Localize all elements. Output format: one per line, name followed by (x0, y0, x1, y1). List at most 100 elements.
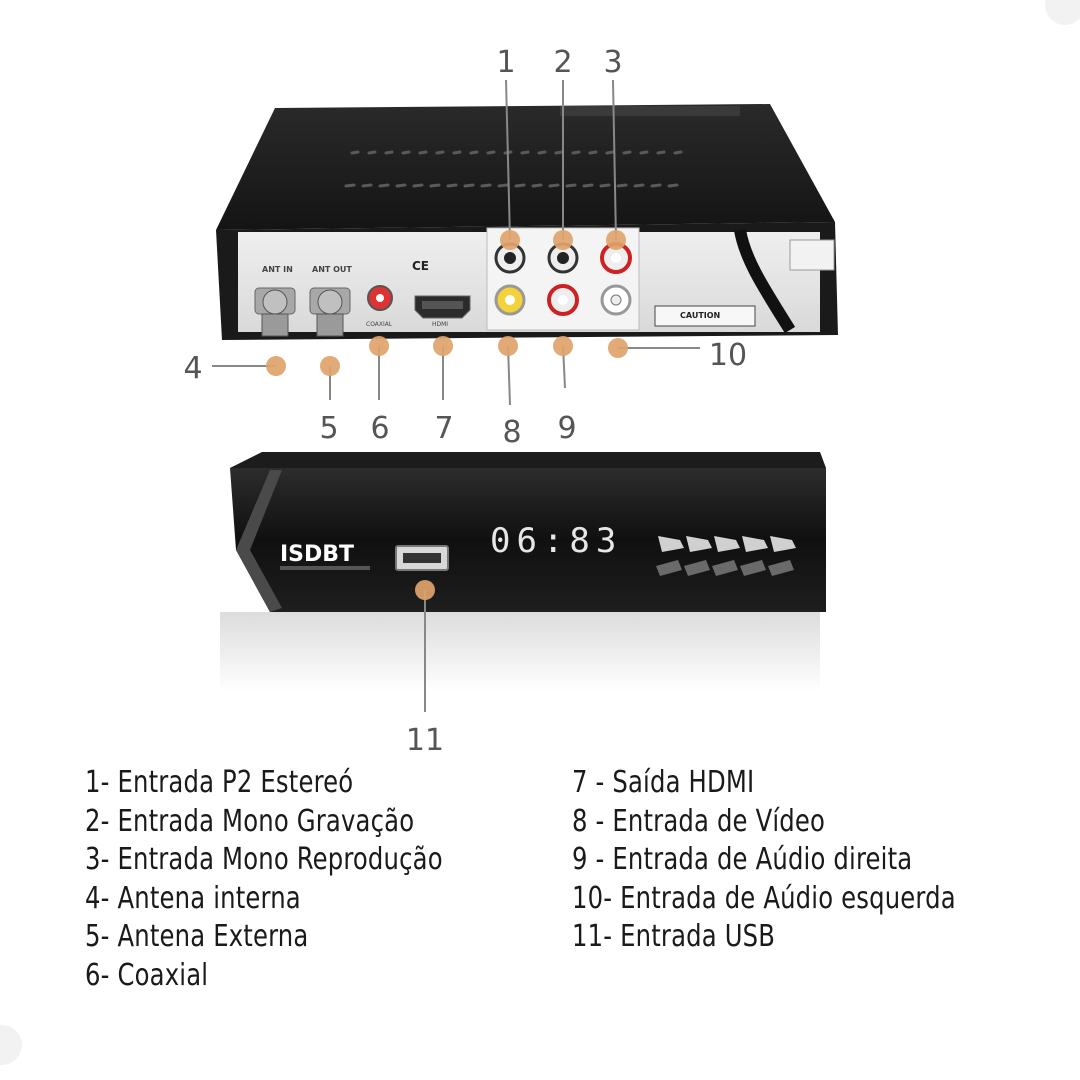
legend-item: 10- Entrada de Aúdio esquerda (572, 880, 956, 916)
ce-mark: CE (412, 259, 429, 273)
vent-slot (344, 183, 356, 188)
corner-decoration (0, 1025, 22, 1065)
vent-slot (418, 150, 428, 155)
vent-slot (588, 150, 598, 155)
vent-slot (633, 183, 645, 188)
hdmi-port (414, 295, 471, 319)
callout-dot (415, 580, 435, 600)
vent-slot (673, 150, 683, 155)
callout-number: 7 (434, 411, 453, 446)
vent-slot (367, 150, 377, 155)
callout-dot (608, 338, 628, 358)
front-buttons (656, 536, 796, 576)
vent-slot (565, 183, 577, 188)
legend-right: 7 - Saída HDMI 8 - Entrada de Vídeo 9 - … (572, 764, 998, 957)
callout-dot (606, 230, 626, 250)
vent-slot (412, 183, 424, 188)
usb-port (395, 545, 449, 571)
chevron-button (658, 536, 684, 552)
rca-jack-video (494, 284, 526, 316)
callout-dot (500, 230, 520, 250)
chevron-button (742, 536, 768, 552)
vent-slot (605, 150, 615, 155)
antenna-out-connector (309, 287, 351, 337)
vent-slot (656, 150, 666, 155)
legend-item: 3- Entrada Mono Reprodução (85, 842, 443, 877)
ant-in-label: ANT IN (262, 265, 293, 274)
vent-slot (361, 183, 373, 188)
chevron-button (712, 560, 738, 576)
vent-slot (650, 183, 662, 188)
callout-number: 3 (603, 45, 622, 80)
chevron-button (770, 536, 796, 552)
vent-slot (531, 183, 543, 188)
power-label-sticker (789, 239, 835, 271)
chevron-button (740, 560, 766, 576)
callout-number: 1 (496, 45, 515, 80)
vent-slot (639, 150, 649, 155)
vent-slot (384, 150, 394, 155)
coaxial-connector (367, 285, 393, 311)
vent-slot (469, 150, 479, 155)
receiver-back-view: ANT IN ANT OUT CE COAXIAL HDMI CAUTION (216, 104, 838, 340)
vent-slot (497, 183, 509, 188)
callout-dot (433, 336, 453, 356)
vent-slot (378, 183, 390, 188)
caution-sticker (654, 305, 756, 327)
vent-slot (401, 150, 411, 155)
antenna-in-connector (254, 287, 296, 337)
vent-slot (463, 183, 475, 188)
callout-number: 2 (553, 45, 572, 80)
leader-line (505, 79, 511, 241)
callout-dot (498, 336, 518, 356)
callout-dot (266, 356, 286, 376)
callout-number: 9 (557, 411, 576, 446)
chevron-button (684, 560, 710, 576)
rca-jack-p2 (494, 242, 526, 274)
vent-slot (667, 183, 679, 188)
vent-slot (429, 183, 441, 188)
legend-item: 1- Entrada P2 Estereó (85, 765, 354, 800)
callout-number: 11 (406, 723, 444, 758)
reflection (220, 612, 820, 692)
chevron-button (656, 560, 682, 576)
power-cable (734, 228, 796, 334)
coaxial-label: COAXIAL (366, 321, 393, 328)
caution-label: CAUTION (680, 311, 720, 320)
vent-slots (344, 150, 683, 188)
ant-out-label: ANT OUT (312, 265, 352, 274)
vent-slot (446, 183, 458, 188)
vent-slot (452, 150, 462, 155)
chevron-button (768, 560, 794, 576)
vent-slot (582, 183, 594, 188)
legend-item: 2- Entrada Mono Gravação (85, 803, 415, 839)
vent-slot (520, 150, 530, 155)
chevron-button (714, 536, 740, 552)
hdmi-label: HDMI (432, 321, 448, 328)
legend-left: 1- Entrada P2 Estereó 2- Entrada Mono Gr… (85, 764, 483, 995)
vent-slot (548, 183, 560, 188)
legend-item: 4- Antena interna (85, 880, 301, 916)
callout-number: 4 (183, 351, 202, 386)
callout-number: 8 (502, 415, 521, 450)
vent-slot (622, 150, 632, 155)
vent-slot (599, 183, 611, 188)
rca-jack-audio-left (600, 284, 632, 316)
led-display: 06:83 (490, 521, 622, 561)
rca-jack-audio-right (547, 284, 579, 316)
vent-slot (554, 150, 564, 155)
vent-slot (486, 150, 496, 155)
receiver-front-view: ISDBT 06:83 (220, 452, 826, 692)
chevron-button (686, 536, 712, 552)
callout-number: 6 (370, 411, 389, 446)
vent-slot (571, 150, 581, 155)
leader-line (612, 79, 617, 241)
callout-number: 5 (319, 411, 338, 446)
vent-slot (514, 183, 526, 188)
legend-item: 6- Coaxial (85, 957, 209, 993)
legend-item: 7 - Saída HDMI (572, 765, 755, 800)
legend-item: 8 - Entrada de Vídeo (572, 803, 826, 839)
callout-dot (320, 356, 340, 376)
